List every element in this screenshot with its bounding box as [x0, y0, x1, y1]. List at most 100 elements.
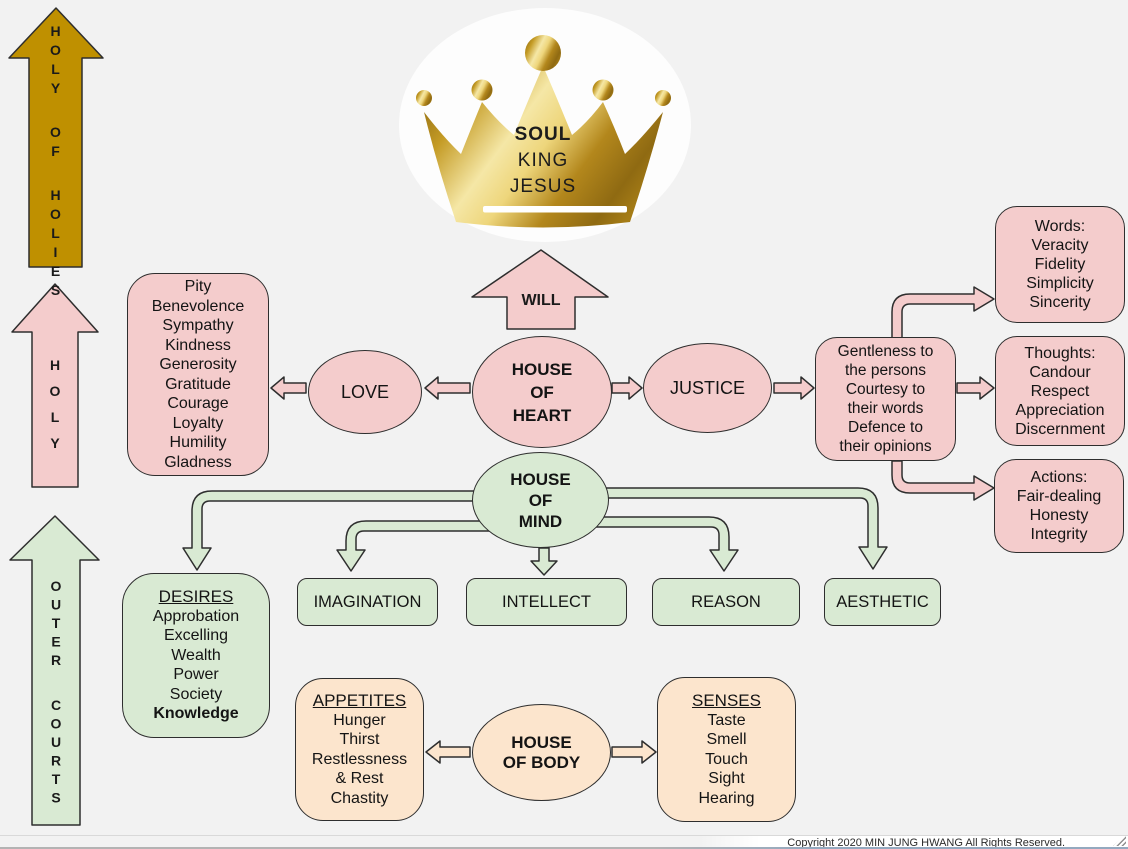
imagination-box: IMAGINATION: [297, 578, 438, 626]
crown-band: [483, 206, 627, 213]
reason-box: REASON: [652, 578, 800, 626]
principle-line: Courtesy to: [845, 381, 926, 398]
holy-of-holies-arrow: [8, 7, 104, 268]
house-of-body-line: HOUSE: [511, 732, 572, 752]
holy-of-holies-label: HOLY OF HOLIES: [47, 22, 64, 301]
arrow-principles-to-words: [891, 286, 995, 339]
crown-icon: [424, 66, 663, 228]
principle-line: the persons: [845, 362, 926, 379]
virtue-item: Kindness: [165, 336, 231, 354]
aesthetic-label: AESTHETIC: [836, 592, 929, 611]
will-arrow: [471, 249, 609, 330]
intellect-label: INTELLECT: [502, 592, 591, 611]
house-of-heart-line: HOUSE: [511, 359, 573, 379]
intellect-box: INTELLECT: [466, 578, 627, 626]
virtue-item: Gratitude: [165, 375, 231, 393]
virtue-item: Humility: [169, 434, 227, 451]
words-item: Sincerity: [1029, 294, 1091, 311]
crown-jewel: [592, 79, 614, 101]
thoughts-item: Thoughts:: [1024, 344, 1096, 362]
house-of-body-ellipse: HOUSE OF BODY: [472, 704, 611, 801]
principle-line: their opinions: [839, 438, 932, 455]
virtue-item: Loyalty: [172, 414, 224, 432]
love-label: LOVE: [340, 381, 390, 402]
love-virtues-box: Pity Benevolence Sympathy Kindness Gener…: [127, 273, 269, 476]
virtue-item: Generosity: [159, 356, 237, 373]
actions-item: Actions:: [1030, 469, 1088, 486]
actions-item: Fair-dealing: [1016, 488, 1102, 505]
actions-box: Actions: Fair-dealing Honesty Integrity: [994, 459, 1124, 553]
words-item: Fidelity: [1034, 256, 1086, 273]
appetite-item: Thirst: [339, 731, 380, 748]
crown-jewel: [471, 79, 493, 101]
arrow-heart-to-justice: [611, 376, 643, 400]
will-arrow-label: WILL: [521, 292, 561, 309]
love-ellipse: LOVE: [308, 350, 422, 434]
outer-courts-label: OUTER COURTS: [48, 577, 64, 808]
window-bottom-edge: [0, 847, 1128, 849]
reason-label: REASON: [691, 592, 761, 611]
thoughts-item: Candour: [1029, 363, 1091, 381]
virtue-item: Gladness: [164, 453, 232, 471]
holy-label: HOLY: [47, 357, 63, 461]
house-of-heart-line: HEART: [512, 405, 572, 425]
words-item: Words:: [1034, 218, 1086, 235]
house-of-body-line: OF BODY: [502, 752, 581, 772]
desire-item: Wealth: [171, 646, 221, 664]
justice-principles-box: Gentleness to the persons Courtesy to th…: [815, 337, 956, 461]
virtue-item: Courage: [167, 395, 229, 412]
appetite-item: Hunger: [333, 711, 386, 729]
sense-item: Taste: [707, 711, 746, 729]
desire-item: Power: [173, 666, 219, 684]
thoughts-item: Discernment: [1015, 420, 1105, 438]
house-of-mind-ellipse: HOUSE OF MIND: [472, 452, 609, 548]
arrow-body-to-appetites: [425, 740, 471, 764]
arrow-justice-to-principles: [773, 376, 815, 400]
appetites-box: APPETITES Hunger Thirst Restlessness & R…: [295, 678, 424, 821]
senses-box: SENSES Taste Smell Touch Sight Hearing: [657, 677, 796, 822]
actions-item: Integrity: [1030, 526, 1088, 543]
crown-title-king: KING: [517, 150, 569, 171]
desire-item: Approbation: [152, 607, 240, 625]
imagination-label: IMAGINATION: [313, 592, 422, 611]
arrow-body-to-senses: [611, 740, 657, 764]
virtue-item: Sympathy: [162, 317, 234, 334]
appetite-item: Restlessness: [311, 750, 408, 768]
arrow-principles-to-thoughts: [956, 376, 995, 400]
desire-item: Excelling: [163, 627, 229, 645]
desires-box: DESIRES Approbation Excelling Wealth Pow…: [122, 573, 270, 738]
thoughts-item: Respect: [1030, 382, 1090, 400]
arrow-love-to-virtues: [270, 376, 307, 400]
crown-title: SOUL KING JESUS: [455, 122, 631, 200]
sense-item: Sight: [708, 770, 745, 787]
justice-label: JUSTICE: [669, 377, 745, 398]
appetite-item: & Rest: [335, 770, 384, 787]
sense-item: Smell: [706, 731, 747, 748]
virtue-item: Benevolence: [151, 297, 245, 315]
desire-item: Society: [169, 685, 223, 703]
outer-courts-arrow: [9, 515, 100, 826]
house-of-mind-line: MIND: [518, 511, 563, 531]
crown-title-soul: SOUL: [514, 124, 572, 145]
sense-item: Touch: [705, 750, 748, 768]
arrow-principles-to-actions: [891, 460, 995, 501]
appetites-title: APPETITES: [312, 691, 407, 710]
thoughts-box: Thoughts: Candour Respect Appreciation D…: [995, 336, 1125, 446]
desires-title: DESIRES: [158, 587, 234, 607]
principle-line: their words: [847, 400, 924, 417]
principle-line: Defence to: [848, 419, 923, 436]
words-item: Simplicity: [1026, 275, 1094, 292]
crown-jewel: [416, 90, 432, 106]
appetite-item: Chastity: [330, 789, 389, 807]
justice-ellipse: JUSTICE: [643, 343, 772, 433]
crown-jewel: [525, 35, 561, 71]
crown-title-jesus: JESUS: [509, 176, 577, 197]
arrow-heart-to-love: [424, 376, 471, 400]
desire-item-knowledge: Knowledge: [153, 705, 239, 723]
holy-of-holies-arrow-label-wrap: HOLY OF HOLIES: [29, 23, 82, 301]
holy-arrow: [11, 283, 99, 488]
house-of-heart-ellipse: HOUSE OF HEART: [472, 336, 612, 448]
house-of-mind-line: OF: [528, 490, 553, 510]
arrow-mind-to-intellect: [530, 547, 558, 576]
